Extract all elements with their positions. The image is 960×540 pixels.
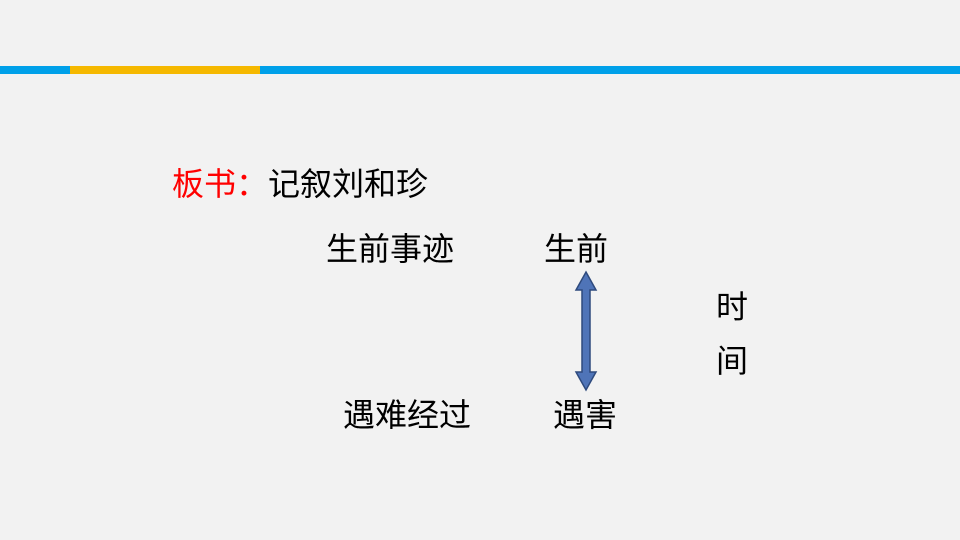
bottom-left-text: 遇难经过 [343, 396, 472, 434]
bar-segment-blue-left [0, 66, 70, 74]
bar-segment-yellow [70, 66, 260, 74]
top-accent-bar [0, 66, 960, 74]
double-arrow-vertical-icon [574, 270, 598, 392]
side-char-1: 时 [716, 288, 749, 326]
bottom-right-text: 遇害 [553, 396, 618, 434]
slide-heading: 板书：记叙刘和珍 [172, 164, 428, 204]
top-right-text: 生前 [544, 230, 609, 268]
top-left-text: 生前事迹 [326, 230, 455, 268]
side-char-2: 间 [716, 342, 749, 380]
heading-label: 板书： [172, 165, 269, 203]
heading-topic: 记叙刘和珍 [268, 165, 429, 203]
bar-segment-blue-right [260, 66, 960, 74]
